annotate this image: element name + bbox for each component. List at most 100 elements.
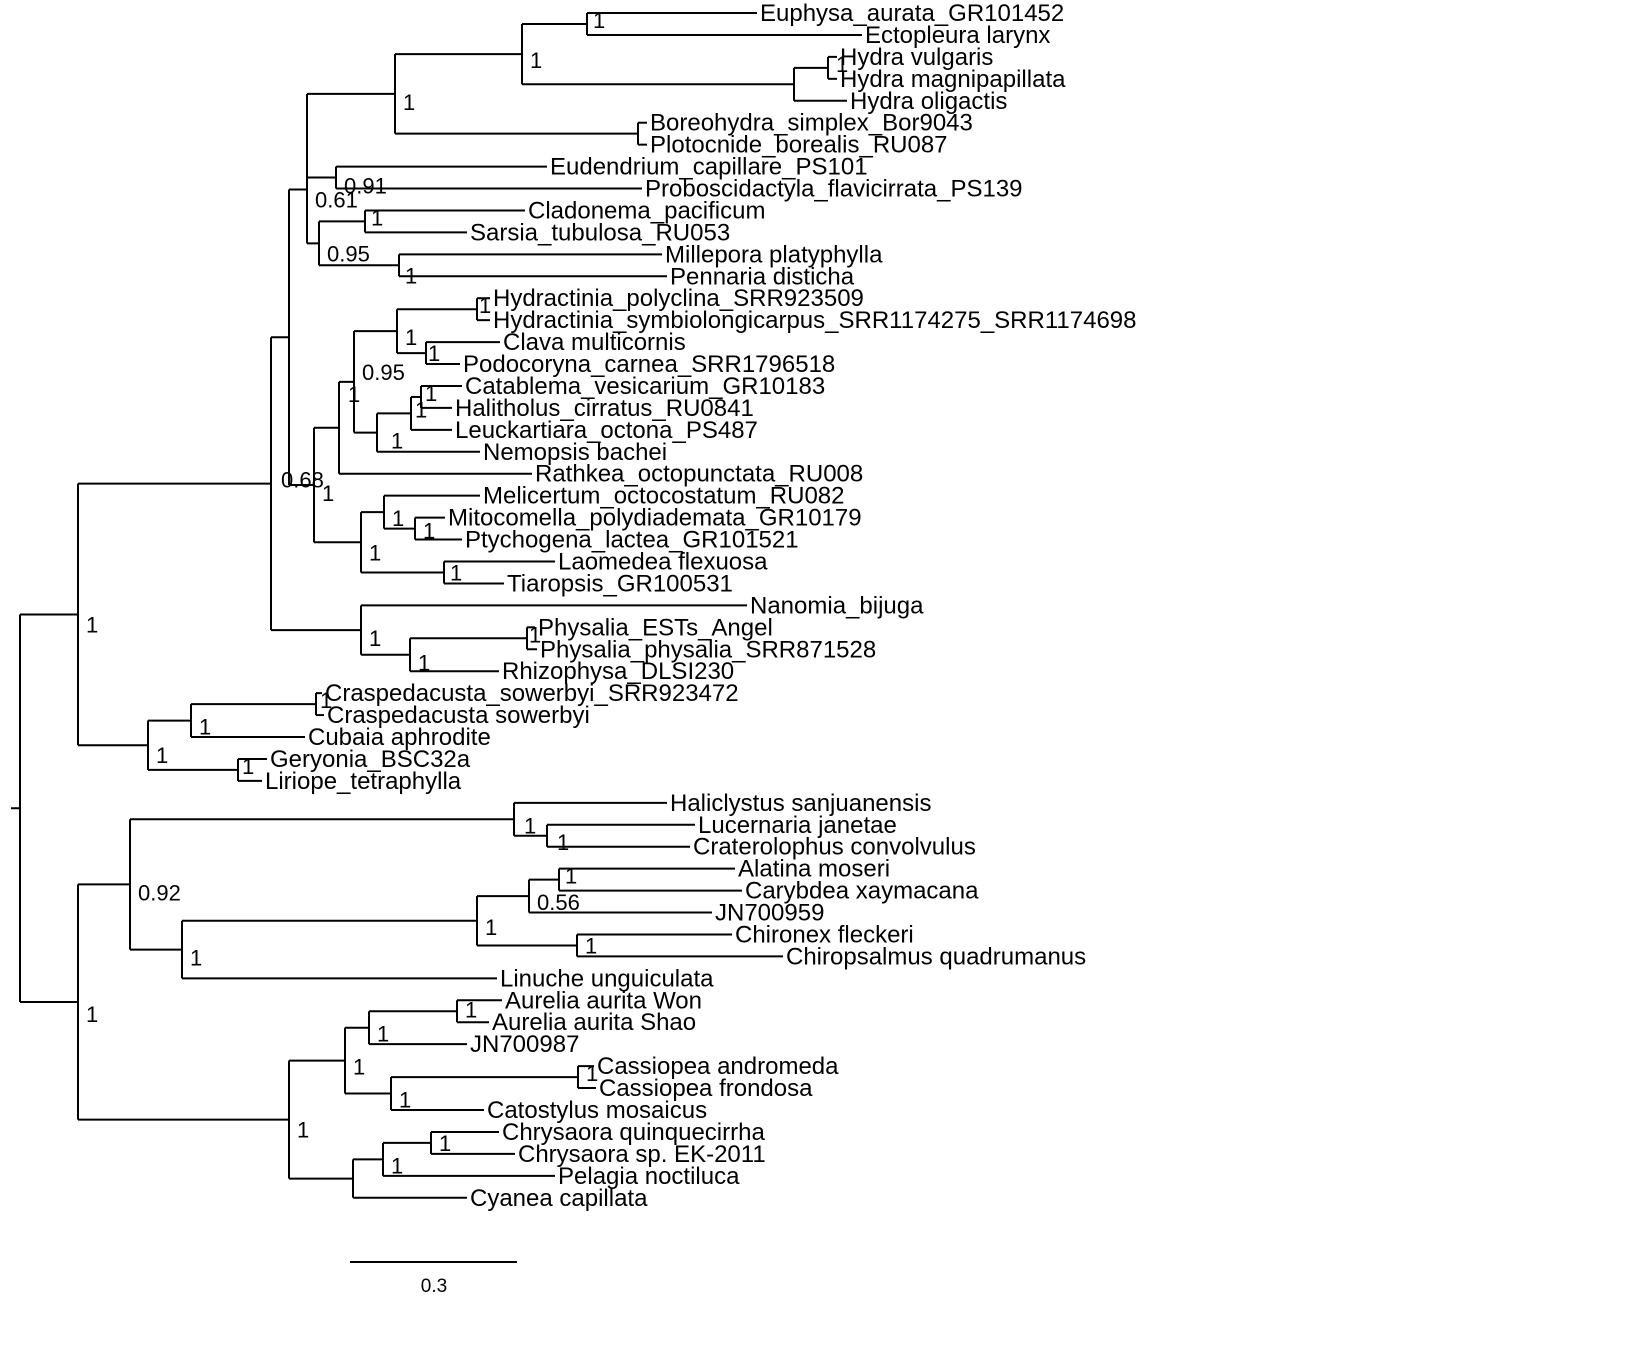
support-value: 0.61 [315, 188, 358, 213]
support-value: 1 [391, 429, 403, 454]
tip-label: Cyanea capillata [470, 1185, 648, 1212]
tip-label: Boreohydra_simplex_Bor9043 [650, 110, 973, 137]
support-value: 1 [156, 743, 168, 768]
tip-label: Haliclystus sanjuanensis [670, 790, 931, 817]
tip-label: Craspedacusta sowerbyi [327, 702, 590, 729]
support-value: 1 [377, 1022, 389, 1047]
support-value: 1 [297, 1118, 309, 1143]
tip-label: Halitholus_cirratus_RU0841 [455, 395, 754, 422]
support-value: 1 [465, 997, 477, 1022]
support-value: 1 [425, 381, 437, 406]
support-value: 1 [585, 933, 597, 958]
tip-label: Hydractinia_polyclina_SRR923509 [493, 285, 864, 312]
tip-label: Plotocnide_borealis_RU087 [650, 132, 948, 159]
support-value: 1 [369, 626, 381, 651]
tip-label: Laomedea flexuosa [558, 549, 768, 576]
support-value: 1 [524, 813, 536, 838]
tip-label: Podocoryna_carnea_SRR1796518 [463, 351, 835, 378]
support-value: 1 [418, 651, 430, 676]
tip-label: Cladonema_pacificum [528, 197, 765, 224]
support-value: 1 [405, 263, 417, 288]
support-value: 1 [450, 560, 462, 585]
tip-label: Aurelia aurita Won [505, 987, 702, 1014]
tip-label: Geryonia_BSC32a [270, 746, 471, 773]
tip-label: Millepora platyphylla [665, 241, 883, 268]
tip-label: JN700959 [715, 900, 824, 927]
tip-label: Catablema_vesicarium_GR10183 [465, 373, 825, 400]
support-value: 0.56 [537, 890, 580, 915]
support-value: 1 [485, 915, 497, 940]
tip-label: Craterolophus convolvulus [693, 834, 976, 861]
support-value: 0.91 [344, 174, 387, 199]
tip-label: Sarsia_tubulosa_RU053 [470, 219, 730, 246]
tip-label: Proboscidactyla_flavicirrata_PS139 [645, 176, 1023, 203]
tip-label: Eudendrium_capillare_PS101 [550, 154, 868, 181]
support-value: 1 [392, 506, 404, 531]
tip-label: Melicertum_octocostatum_RU082 [483, 483, 845, 510]
tip-label: Catostylus mosaicus [487, 1097, 707, 1124]
support-value: 1 [399, 1088, 411, 1113]
tip-label: JN700987 [470, 1031, 579, 1058]
tip-label: Alatina moseri [738, 856, 890, 883]
support-value: 1 [190, 946, 202, 971]
tip-label: Chironex fleckeri [735, 921, 914, 948]
support-value: 0.95 [327, 241, 370, 266]
tip-label: Cassiopea frondosa [599, 1075, 813, 1102]
tip-label: Chiropsalmus quadrumanus [786, 943, 1086, 970]
support-value: 1 [320, 688, 332, 713]
tip-label: Liriope_tetraphylla [265, 768, 462, 795]
tip-label: Chrysaora quinquecirrha [502, 1119, 765, 1146]
tip-label: Hydra magnipapillata [840, 66, 1066, 93]
tip-label: Physalia_physalia_SRR871528 [540, 636, 876, 663]
tip-label: Hydra oligactis [850, 88, 1007, 115]
tip-label: Lucernaria janetae [698, 812, 897, 839]
support-value: 1 [565, 864, 577, 889]
support-value: 1 [593, 8, 605, 33]
tip-label: Euphysa_aurata_GR101452 [760, 0, 1064, 27]
tip-label: Linuche unguiculata [500, 965, 714, 992]
support-value: 1 [529, 622, 541, 647]
support-value: 1 [322, 481, 334, 506]
tip-label: Cubaia aphrodite [308, 724, 491, 751]
support-value: 1 [199, 715, 211, 740]
tip-label: Nanomia_bijuga [750, 592, 924, 619]
support-value: 0.95 [362, 360, 405, 385]
tip-label: Rathkea_octopunctata_RU008 [535, 461, 863, 488]
tip-label: Rhizophysa_DLSI230 [502, 658, 734, 685]
tip-label: Pelagia noctiluca [558, 1163, 740, 1190]
support-value: 1 [530, 48, 542, 73]
support-value: 0.92 [138, 880, 181, 905]
scale-bar: 0.3 [350, 1261, 517, 1297]
support-value: 1 [403, 90, 415, 115]
tip-label: Ectopleura larynx [865, 22, 1050, 49]
support-value: 0.68 [281, 468, 324, 493]
tip-label: Cassiopea andromeda [597, 1053, 839, 1080]
support-value: 1 [353, 1055, 365, 1080]
scale-bar-label: 0.3 [421, 1276, 447, 1297]
support-value: 1 [242, 754, 254, 779]
tip-label: Chrysaora sp. EK-2011 [518, 1141, 766, 1168]
tip-label: Craspedacusta_sowerbyi_SRR923472 [325, 680, 739, 707]
support-value: 1 [86, 612, 98, 637]
support-value: 1 [557, 830, 569, 855]
tip-label: Aurelia aurita Shao [492, 1009, 696, 1036]
tip-label: Nemopsis bachei [483, 439, 667, 466]
tip-label: Carybdea xaymacana [745, 878, 979, 905]
support-value: 1 [428, 341, 440, 366]
support-value: 1 [405, 325, 417, 350]
tip-label: Ptychogena_lactea_GR101521 [465, 527, 799, 554]
support-value: 1 [836, 52, 848, 77]
support-value: 1 [415, 397, 427, 422]
tip-label: Physalia_ESTs_Angel [538, 614, 773, 641]
tip-label: Hydra vulgaris [840, 44, 993, 71]
support-value: 1 [391, 1153, 403, 1178]
tip-label: Pennaria disticha [670, 263, 855, 290]
tip-label: Hydractinia_symbiolongicarpus_SRR1174275… [493, 307, 1137, 334]
support-value: 1 [369, 540, 381, 565]
support-value: 1 [371, 205, 383, 230]
support-value: 1 [586, 1061, 598, 1086]
tip-label: Leuckartiara_octona_PS487 [455, 417, 758, 444]
support-value: 1 [479, 293, 491, 318]
